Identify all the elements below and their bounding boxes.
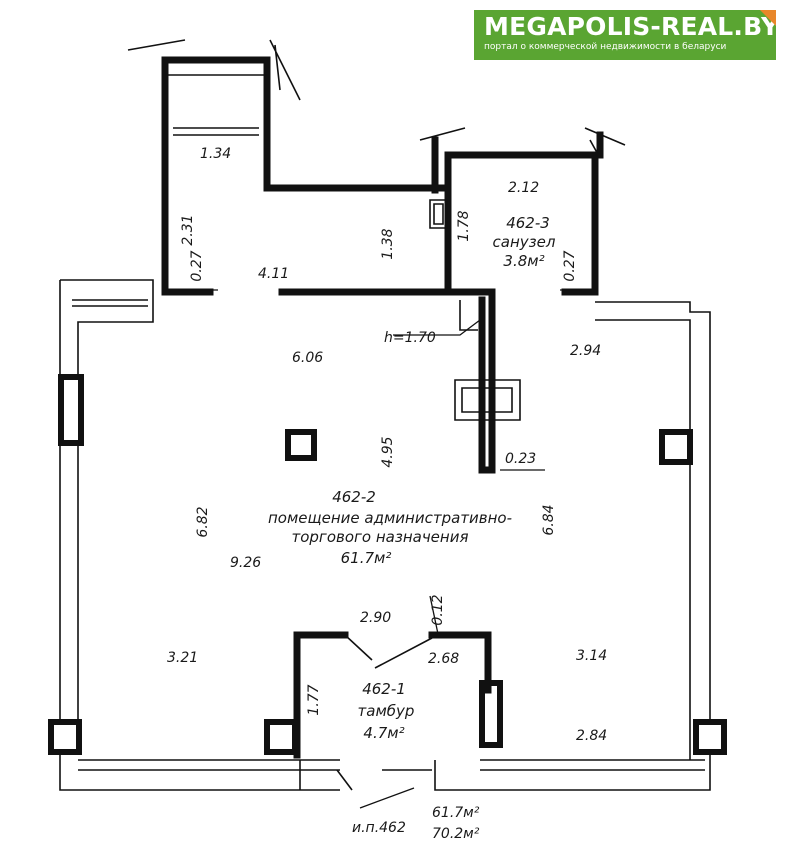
column-left-window [58, 374, 84, 446]
dim-0-27-left: 0.27 [189, 250, 205, 281]
dim-6-84: 6.84 [541, 504, 557, 535]
totals-block: и.п.462 61.7м² 70.2м² [352, 805, 480, 842]
dim-9-26: 9.26 [230, 555, 261, 571]
dimension-ticks [178, 289, 582, 809]
dim-1-34: 1.34 [200, 146, 231, 162]
room-label-wc: 462-3 санузел 3.8м² [493, 214, 556, 270]
logo-tagline: портал о коммерческой недвижимости в бел… [484, 42, 727, 52]
room-area-vestibule: 4.7м² [363, 724, 404, 742]
dim-2-84: 2.84 [576, 728, 607, 744]
dim-0-27-right: 0.27 [562, 250, 578, 281]
room-name-main-line2: торгового назначения [292, 528, 469, 546]
logo-corner-mark [760, 10, 776, 26]
vestibule-walls [293, 631, 492, 791]
dim-1-38: 1.38 [380, 228, 396, 259]
dim-1-78: 1.78 [456, 210, 472, 241]
dim-4-11: 4.11 [258, 266, 289, 282]
column-center [285, 429, 317, 461]
total-area-1: 61.7м² [432, 805, 480, 821]
room-name-vestibule: тамбур [358, 702, 415, 720]
room-id-vestibule: 462-1 [362, 680, 406, 698]
dim-3-21: 3.21 [167, 650, 198, 666]
dim-h-1-70: h=1.70 [384, 330, 436, 346]
room-label-vestibule: 462-1 тамбур 4.7м² [358, 680, 415, 742]
interior-partition [278, 288, 521, 474]
room-id-main: 462-2 [332, 488, 376, 506]
dim-2-94: 2.94 [570, 343, 601, 359]
dim-6-06: 6.06 [292, 350, 323, 366]
dim-1-77: 1.77 [306, 684, 322, 715]
dimension-labels: 1.34 4.11 2.12 h=1.70 6.06 2.94 0.23 9.2… [167, 146, 607, 744]
outer-walls [59, 279, 711, 791]
room-name-wc: санузел [493, 233, 556, 251]
room-label-main: 462-2 помещение административно- торгово… [268, 488, 512, 567]
room-area-wc: 3.8м² [503, 252, 544, 270]
dim-2-31: 2.31 [180, 214, 196, 245]
dim-0-23: 0.23 [505, 451, 536, 467]
total-area-2: 70.2м² [432, 826, 480, 842]
dim-0-12: 0.12 [430, 594, 446, 625]
dim-2-12: 2.12 [508, 180, 539, 196]
column-bottom-right [693, 719, 727, 755]
room-id-wc: 462-3 [506, 214, 550, 232]
dim-6-82: 6.82 [195, 506, 211, 537]
column-right [659, 429, 693, 465]
dim-3-14: 3.14 [576, 648, 607, 664]
logo-brand-text: MEGAPOLIS-REAL.BY [484, 12, 780, 41]
room-area-main: 61.7м² [341, 549, 392, 567]
megapolis-logo[interactable]: MEGAPOLIS-REAL.BY портал о коммерческой … [474, 10, 780, 60]
dim-2-68: 2.68 [428, 651, 459, 667]
dim-2-90: 2.90 [360, 610, 391, 626]
dim-4-95: 4.95 [380, 436, 396, 467]
upper-niche-walls [161, 56, 452, 296]
room-name-main-line1: помещение административно- [268, 509, 512, 527]
dimension-labels-vertical: 2.31 0.27 1.38 1.78 0.27 4.95 6.82 6.84 … [180, 210, 578, 715]
column-bottom-mid [264, 719, 298, 755]
wc-walls [429, 131, 604, 296]
column-bottom-left [48, 719, 82, 755]
inventory-label: и.п.462 [352, 820, 406, 836]
